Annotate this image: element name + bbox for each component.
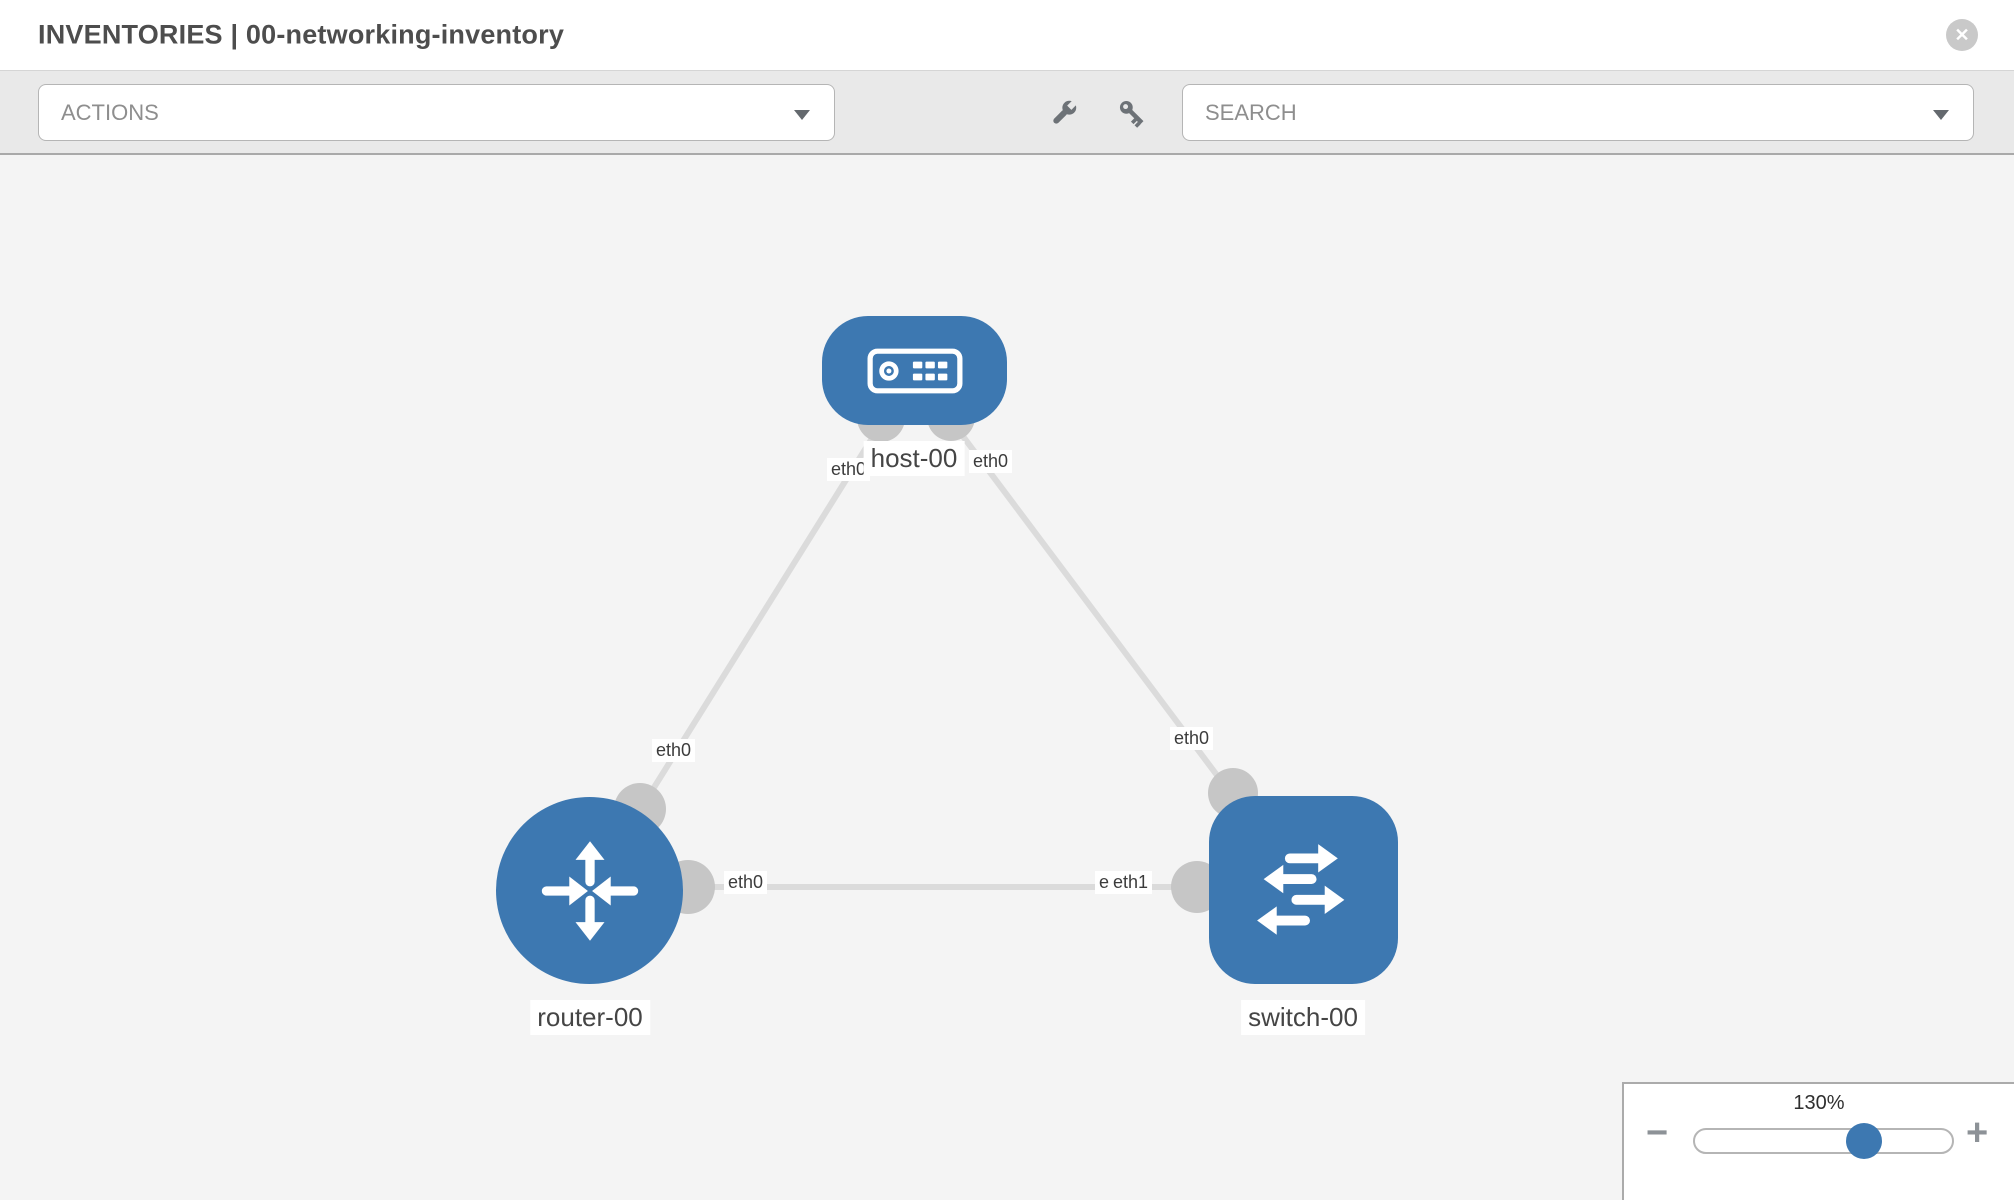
node-switch-00[interactable] <box>1209 796 1398 984</box>
zoom-slider-thumb[interactable] <box>1846 1123 1882 1159</box>
close-icon: ✕ <box>1954 25 1970 45</box>
node-label-switch-00: switch-00 <box>1241 1000 1365 1035</box>
key-icon[interactable] <box>1116 97 1148 129</box>
interface-label: eth1 <box>1109 871 1153 894</box>
interface-label: eth0 <box>827 458 871 481</box>
node-host-00[interactable] <box>822 316 1007 425</box>
search-placeholder: SEARCH <box>1205 100 1297 125</box>
close-button[interactable]: ✕ <box>1946 19 1978 51</box>
wrench-icon[interactable] <box>1048 97 1080 129</box>
interface-label: eth0 <box>1170 727 1214 750</box>
actions-dropdown[interactable]: ACTIONS <box>38 84 835 141</box>
topology-canvas[interactable]: eth0 eth0 eth0 eth0 eth0 eth0 eth1 host-… <box>0 155 2014 1200</box>
chevron-down-icon <box>794 110 810 120</box>
node-router-00[interactable] <box>496 797 683 984</box>
topology-links-layer <box>587 369 1306 914</box>
zoom-slider[interactable] <box>1693 1123 1954 1159</box>
node-label-router-00: router-00 <box>530 1000 650 1035</box>
zoom-in-button[interactable]: + <box>1966 1112 1989 1154</box>
router-icon <box>541 840 638 941</box>
interface-label: eth0 <box>724 871 768 894</box>
chevron-down-icon <box>1933 110 1949 120</box>
actions-dropdown-label: ACTIONS <box>61 100 159 125</box>
search-dropdown[interactable]: SEARCH <box>1182 84 1974 141</box>
zoom-panel: 130% − + <box>1622 1082 2014 1200</box>
interface-label: eth0 <box>652 739 696 762</box>
switch-icon <box>1256 844 1344 935</box>
interface-label: eth0 <box>969 450 1013 473</box>
server-icon <box>867 348 962 393</box>
page-title: INVENTORIES | 00-networking-inventory <box>38 19 565 50</box>
page-header: INVENTORIES | 00-networking-inventory ✕ <box>0 0 2014 71</box>
zoom-out-button[interactable]: − <box>1646 1112 1669 1154</box>
node-label-host-00: host-00 <box>863 441 965 476</box>
zoom-level: 130% <box>1793 1092 1845 1114</box>
toolbar: ACTIONS SEARCH <box>0 71 2014 155</box>
